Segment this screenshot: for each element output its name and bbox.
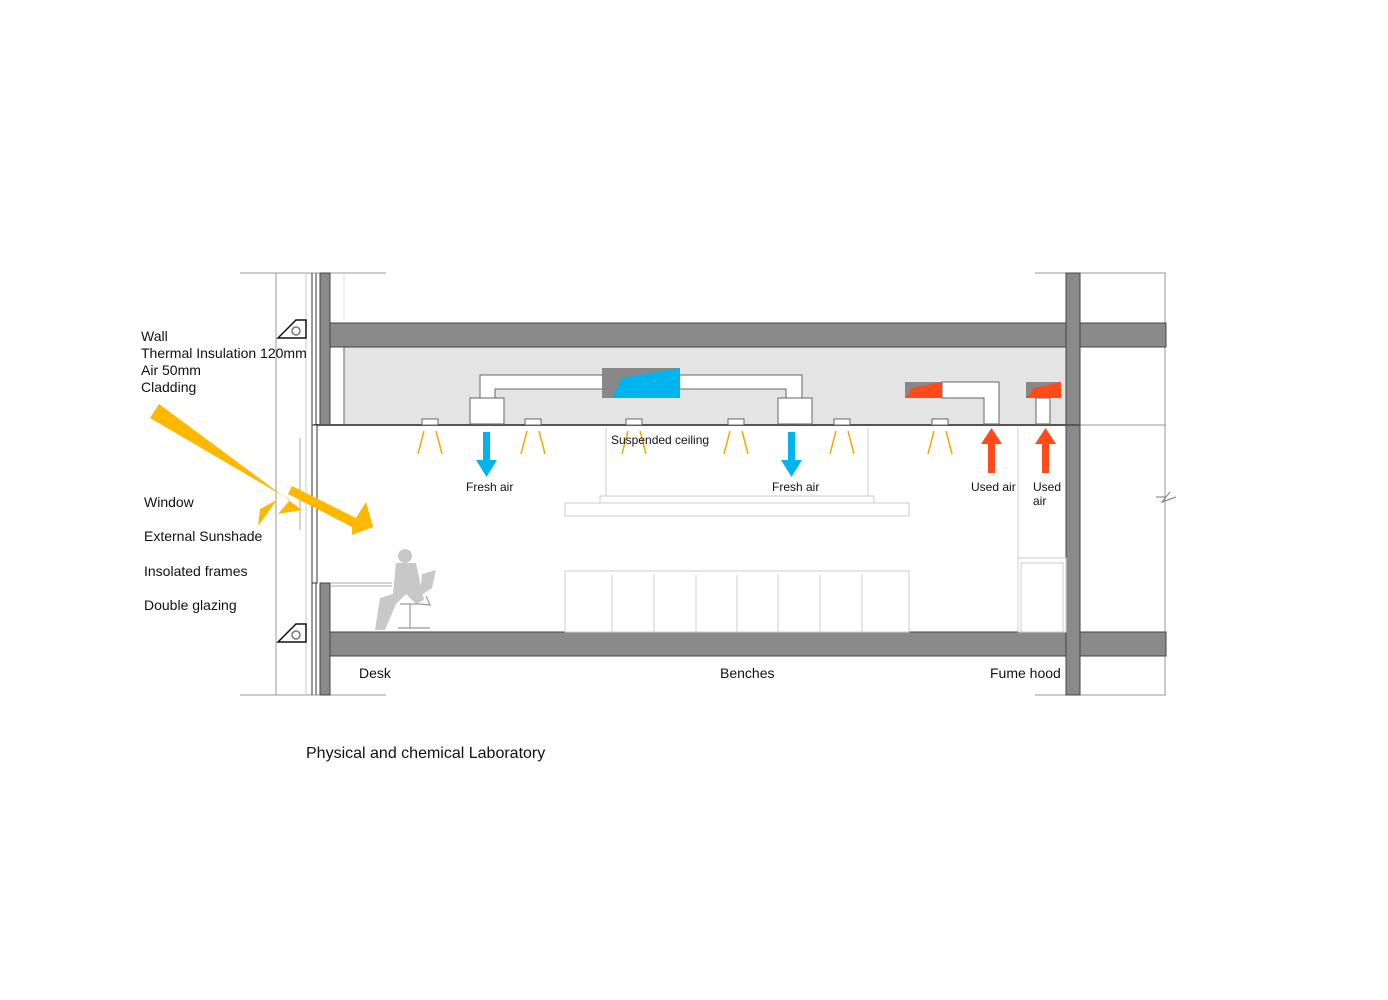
fresh-air-label-1: Fresh air: [466, 480, 514, 494]
used-air-arrow-1: [981, 428, 1002, 473]
facade-label-window: Window: [144, 494, 194, 510]
chair: [398, 595, 431, 629]
facade-label-sunshade: External Sunshade: [144, 528, 263, 544]
supply-air-unit: [602, 368, 680, 398]
wall-layer-2: Thermal Insulation 120mm: [141, 345, 307, 361]
desk: [330, 582, 392, 587]
exhaust-duct: [941, 381, 1051, 425]
facade-label-frames: Insolated frames: [144, 563, 248, 579]
concrete-structure: [319, 272, 1167, 696]
exhaust-air-unit-1: [905, 382, 942, 398]
wall-layer-3: Air 50mm: [141, 362, 201, 378]
used-air-label-2-line2: air: [1033, 494, 1047, 508]
fume-hood-label: Fume hood: [990, 665, 1061, 681]
fume-hood: [1017, 557, 1067, 633]
facade-label-glazing: Double glazing: [144, 597, 237, 613]
used-air-label-1: Used air: [971, 480, 1016, 494]
fresh-air-arrow-1: [476, 432, 497, 477]
wall-layer-1: Wall: [141, 328, 168, 344]
wall-layer-4: Cladding: [141, 379, 197, 395]
used-air-label-2-line1: Used: [1033, 480, 1062, 494]
sunshade-bracket-bottom: [276, 623, 307, 643]
seated-person: [375, 549, 436, 630]
diagram-caption: Physical and chemical Laboratory: [306, 745, 546, 762]
ceiling-lights: [421, 418, 949, 426]
desk-label: Desk: [359, 665, 391, 681]
benches: [564, 570, 910, 633]
hanging-service-unit: [564, 428, 910, 517]
light-cones: [417, 430, 953, 455]
suspended-ceiling-label: Suspended ceiling: [611, 433, 710, 447]
sunshade-bracket-top: [276, 319, 307, 339]
sunlight-arrows: [150, 404, 373, 535]
fresh-air-arrow-2: [781, 432, 802, 477]
exhaust-air-unit-2: [1026, 382, 1061, 398]
used-air-arrow-2: [1035, 428, 1056, 473]
fresh-air-label-2: Fresh air: [772, 480, 820, 494]
benches-label: Benches: [720, 665, 775, 681]
